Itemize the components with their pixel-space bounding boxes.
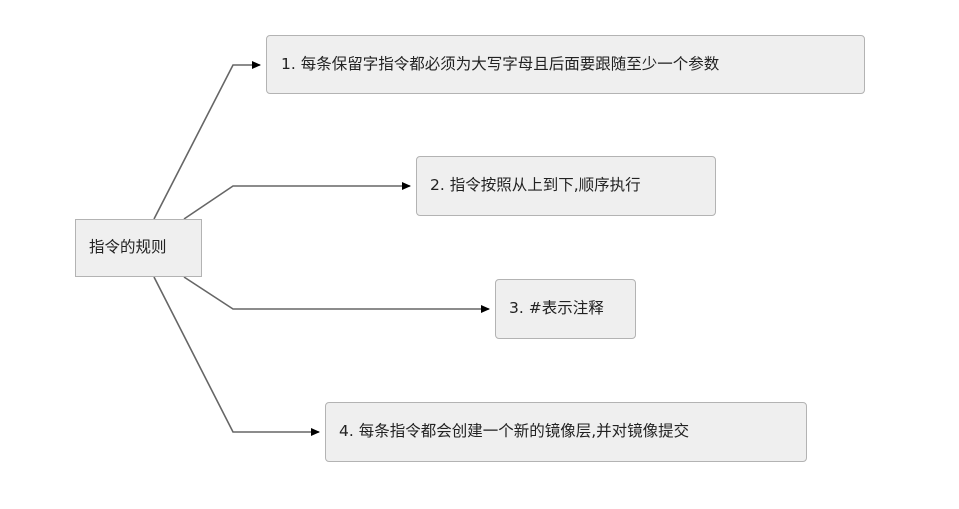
connector-to-rule-1 — [153, 61, 261, 220]
connector-to-rule-3 — [183, 276, 490, 313]
connector-to-rule-2 — [183, 182, 411, 220]
root-node: 指令的规则 — [75, 219, 202, 277]
rule-node-2: 2. 指令按照从上到下,顺序执行 — [416, 156, 716, 216]
rule-node-1-label: 1. 每条保留字指令都必须为大写字母且后面要跟随至少一个参数 — [281, 54, 720, 73]
rule-node-3-label: 3. #表示注释 — [509, 299, 604, 318]
rule-node-3: 3. #表示注释 — [495, 279, 636, 339]
root-node-label: 指令的规则 — [89, 238, 167, 257]
rule-node-4: 4. 每条指令都会创建一个新的镜像层,并对镜像提交 — [325, 402, 807, 462]
connector-to-rule-4 — [153, 276, 320, 436]
rule-node-4-label: 4. 每条指令都会创建一个新的镜像层,并对镜像提交 — [339, 422, 690, 441]
rule-node-1: 1. 每条保留字指令都必须为大写字母且后面要跟随至少一个参数 — [266, 35, 865, 94]
rule-node-2-label: 2. 指令按照从上到下,顺序执行 — [430, 176, 641, 195]
